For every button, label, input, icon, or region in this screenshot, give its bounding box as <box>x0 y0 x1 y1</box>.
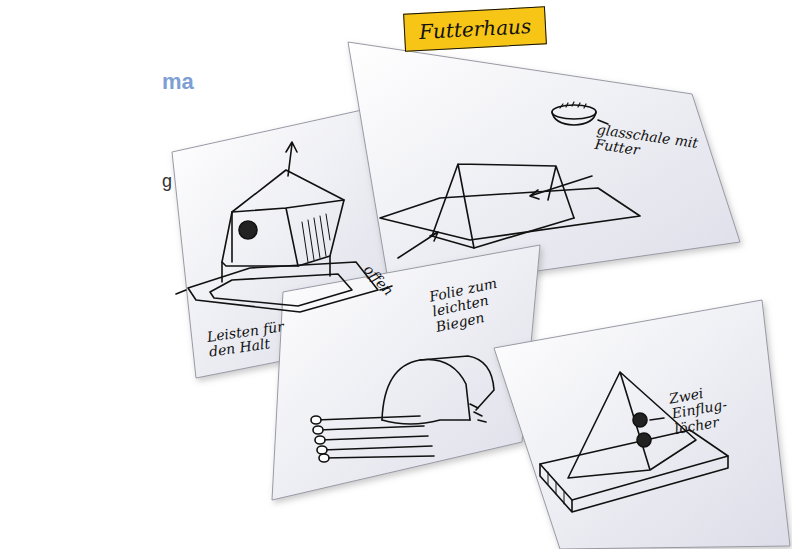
cut-text: g <box>162 172 192 192</box>
sketch-panel <box>272 245 540 500</box>
sketch-panel <box>348 42 740 292</box>
title-banner: Futterhaus <box>403 6 547 51</box>
foil-arch-sketch <box>311 356 494 462</box>
sketch-panel <box>494 300 790 549</box>
house-sketch <box>176 142 392 312</box>
cut-heading: ma <box>162 70 222 94</box>
